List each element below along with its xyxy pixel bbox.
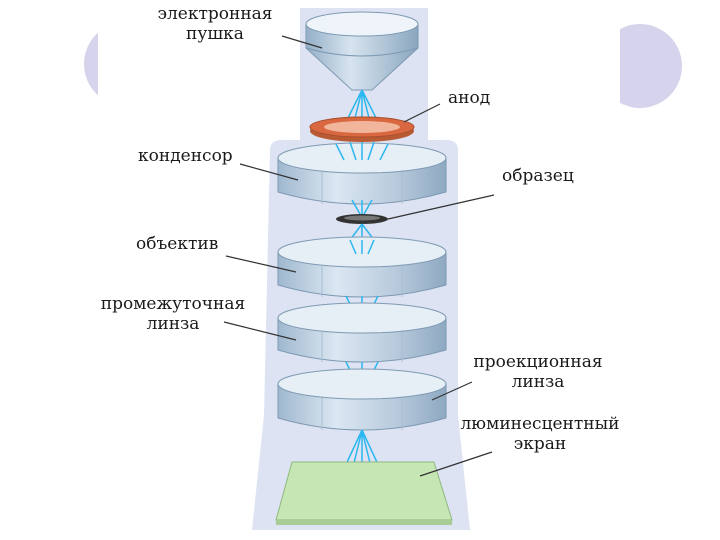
- screen-label-line1: люминесцентный: [460, 414, 620, 434]
- electron-gun-label-line2: пушка: [150, 24, 280, 44]
- objective-label: объектив: [136, 234, 218, 254]
- screen-label: люминесцентный экран: [460, 414, 620, 454]
- projection-lens-label: проекционная линза: [468, 352, 608, 392]
- sample-label: образец: [502, 166, 574, 186]
- electron-gun-label: электронная пушка: [150, 4, 280, 44]
- condenser-label: конденсор: [138, 146, 233, 166]
- anode: [310, 117, 414, 142]
- intermediate-lens-label-line2: линза: [98, 314, 248, 334]
- projection-lens-label-line2: линза: [468, 372, 608, 392]
- anode-label: анод: [448, 88, 490, 108]
- intermediate-lens-label: промежуточная линза: [98, 294, 248, 334]
- intermediate-lens-label-line1: промежуточная: [98, 294, 248, 314]
- fluorescent-screen: [276, 462, 452, 525]
- screen-label-line2: экран: [460, 434, 620, 454]
- electron-gun-label-line1: электронная: [150, 4, 280, 24]
- projection-lens-label-line1: проекционная: [468, 352, 608, 372]
- condenser-lens: [278, 142, 446, 204]
- objective-lens: [278, 237, 446, 297]
